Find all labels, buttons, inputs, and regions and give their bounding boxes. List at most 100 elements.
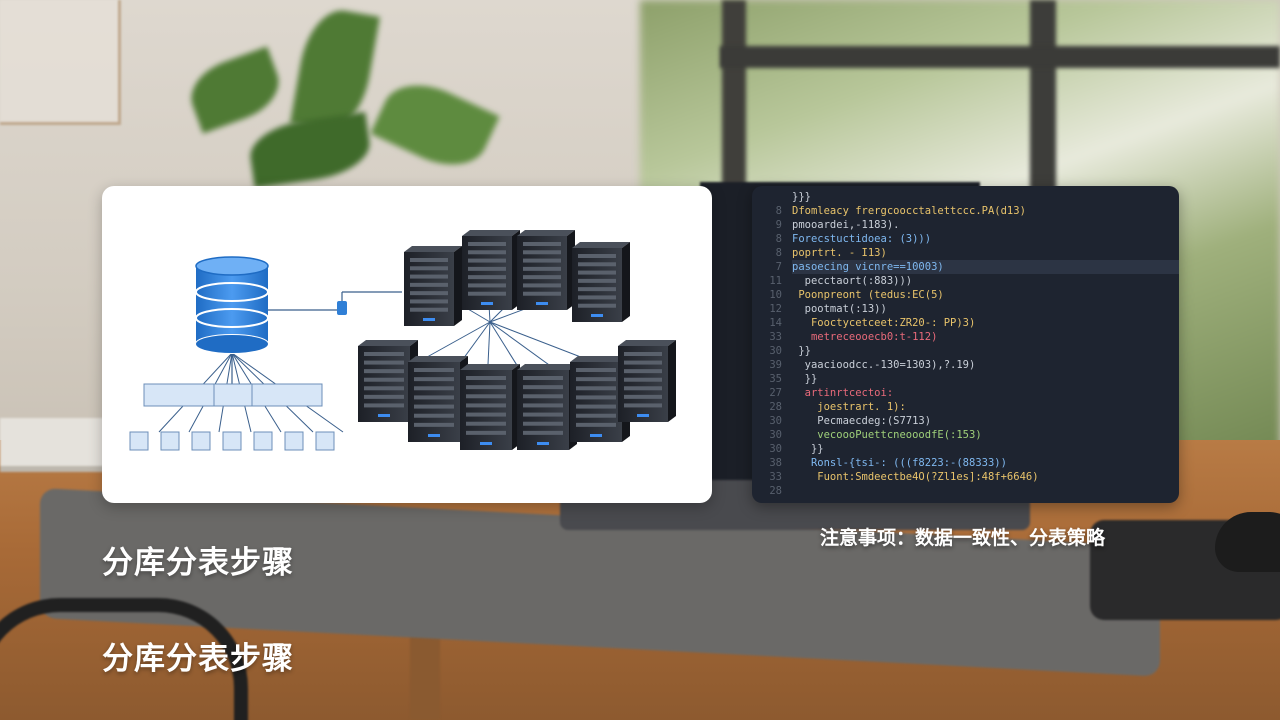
- server-slot: [578, 254, 616, 258]
- server-icon: [408, 356, 468, 442]
- server-slot: [523, 258, 561, 263]
- line-number: 9: [775, 219, 782, 231]
- server-led: [637, 414, 649, 417]
- server-front: [462, 236, 512, 310]
- server-slot: [578, 278, 616, 283]
- server-slot: [624, 377, 662, 382]
- code-text: pecctaort(:883))): [792, 275, 913, 287]
- server-front: [570, 362, 622, 442]
- line-number: 7: [775, 261, 782, 273]
- code-text: Ronsl-{tsi-: (((f8223:-(88333)): [792, 457, 1007, 469]
- line-number: 28: [769, 485, 782, 497]
- code-text: poprtrt. - I13): [792, 247, 887, 259]
- server-front: [517, 236, 567, 310]
- server-slot: [410, 291, 448, 296]
- server-slot: [624, 386, 662, 391]
- server-icon: [572, 242, 630, 322]
- server-led: [590, 434, 602, 437]
- line-number: 12: [769, 303, 782, 315]
- server-top: [358, 340, 418, 346]
- server-icon: [618, 340, 676, 422]
- code-text: yaacioodcc.-130=1303),?.19): [792, 359, 976, 371]
- server-top: [570, 356, 630, 362]
- server-slot: [410, 307, 448, 312]
- line-number: 10: [769, 289, 782, 301]
- table-shard-box: [222, 431, 242, 451]
- server-front: [358, 346, 410, 422]
- code-text: pootmat(:13)): [792, 303, 887, 315]
- server-slot: [576, 386, 616, 391]
- server-slot: [624, 403, 662, 408]
- table-shard-box: [253, 431, 273, 451]
- line-number: 27: [769, 387, 782, 399]
- wall-frame: [0, 0, 121, 125]
- line-number: 8: [775, 247, 782, 259]
- server-slot: [410, 266, 448, 271]
- server-slot: [523, 291, 561, 296]
- code-text: Fuont:Smdeectbe4O(?Zl1es]:48f+6646): [792, 471, 1039, 483]
- code-line: 28 joestrart. 1):: [752, 400, 1179, 414]
- table-row-box: [143, 383, 323, 407]
- table-shard-box: [160, 431, 180, 451]
- server-slot: [578, 295, 616, 300]
- database-bottom: [196, 335, 268, 353]
- server-slot: [576, 422, 616, 427]
- server-slot: [624, 394, 662, 399]
- server-slot: [414, 377, 454, 382]
- server-slot: [523, 283, 561, 288]
- server-led: [591, 314, 603, 317]
- server-top: [618, 340, 676, 346]
- code-line: 14 Fooctycetceet:ZR20-: PP)3): [752, 316, 1179, 330]
- server-led: [481, 302, 493, 305]
- server-slot: [364, 377, 404, 382]
- server-slot: [414, 404, 454, 409]
- database-top: [195, 256, 269, 276]
- line-number: 14: [769, 317, 782, 329]
- server-top: [572, 242, 630, 248]
- code-line: 27 artinrtcectoi:: [752, 386, 1179, 400]
- server-slot: [576, 377, 616, 382]
- line-number: 28: [769, 401, 782, 413]
- server-icon: [460, 364, 520, 450]
- window-mullion-horizontal: [720, 46, 1280, 68]
- slide-note: 注意事项：数据一致性、分表策略: [820, 527, 1106, 549]
- server-front: [572, 248, 622, 322]
- server-slot: [578, 287, 616, 292]
- server-slot: [414, 368, 454, 372]
- line-number: 11: [769, 275, 782, 287]
- server-slot: [468, 242, 506, 246]
- server-slot: [523, 421, 563, 426]
- server-cluster: [358, 230, 676, 450]
- line-number: 38: [769, 457, 782, 469]
- server-slot: [466, 385, 506, 390]
- code-line: 33 Fuont:Smdeectbe4O(?Zl1es]:48f+6646): [752, 470, 1179, 484]
- code-line: 38 Ronsl-{tsi-: (((f8223:-(88333)): [752, 456, 1179, 470]
- server-slot: [410, 274, 448, 279]
- server-slot: [523, 430, 563, 435]
- server-slot: [523, 385, 563, 390]
- code-text: metreceooecb0:t-112): [792, 331, 938, 343]
- server-slot: [364, 403, 404, 408]
- server-slot: [414, 386, 454, 391]
- server-slot: [414, 422, 454, 427]
- table-shard-box: [315, 431, 335, 451]
- server-slot: [523, 275, 561, 280]
- server-side: [668, 340, 676, 422]
- server-slot: [576, 395, 616, 400]
- table-tree: [129, 383, 335, 451]
- sharding-diagram: [129, 230, 676, 451]
- code-line: 10 Poonpreont (tedus:EC(5): [752, 288, 1179, 302]
- server-led: [378, 414, 390, 417]
- slide-subtitle: 分库分表步骤: [102, 641, 294, 677]
- mouse: [1215, 512, 1280, 572]
- server-slot: [410, 299, 448, 304]
- server-icon: [517, 230, 575, 310]
- server-slot: [523, 412, 563, 417]
- server-slot: [466, 421, 506, 426]
- server-front: [404, 252, 454, 326]
- server-led: [480, 442, 492, 445]
